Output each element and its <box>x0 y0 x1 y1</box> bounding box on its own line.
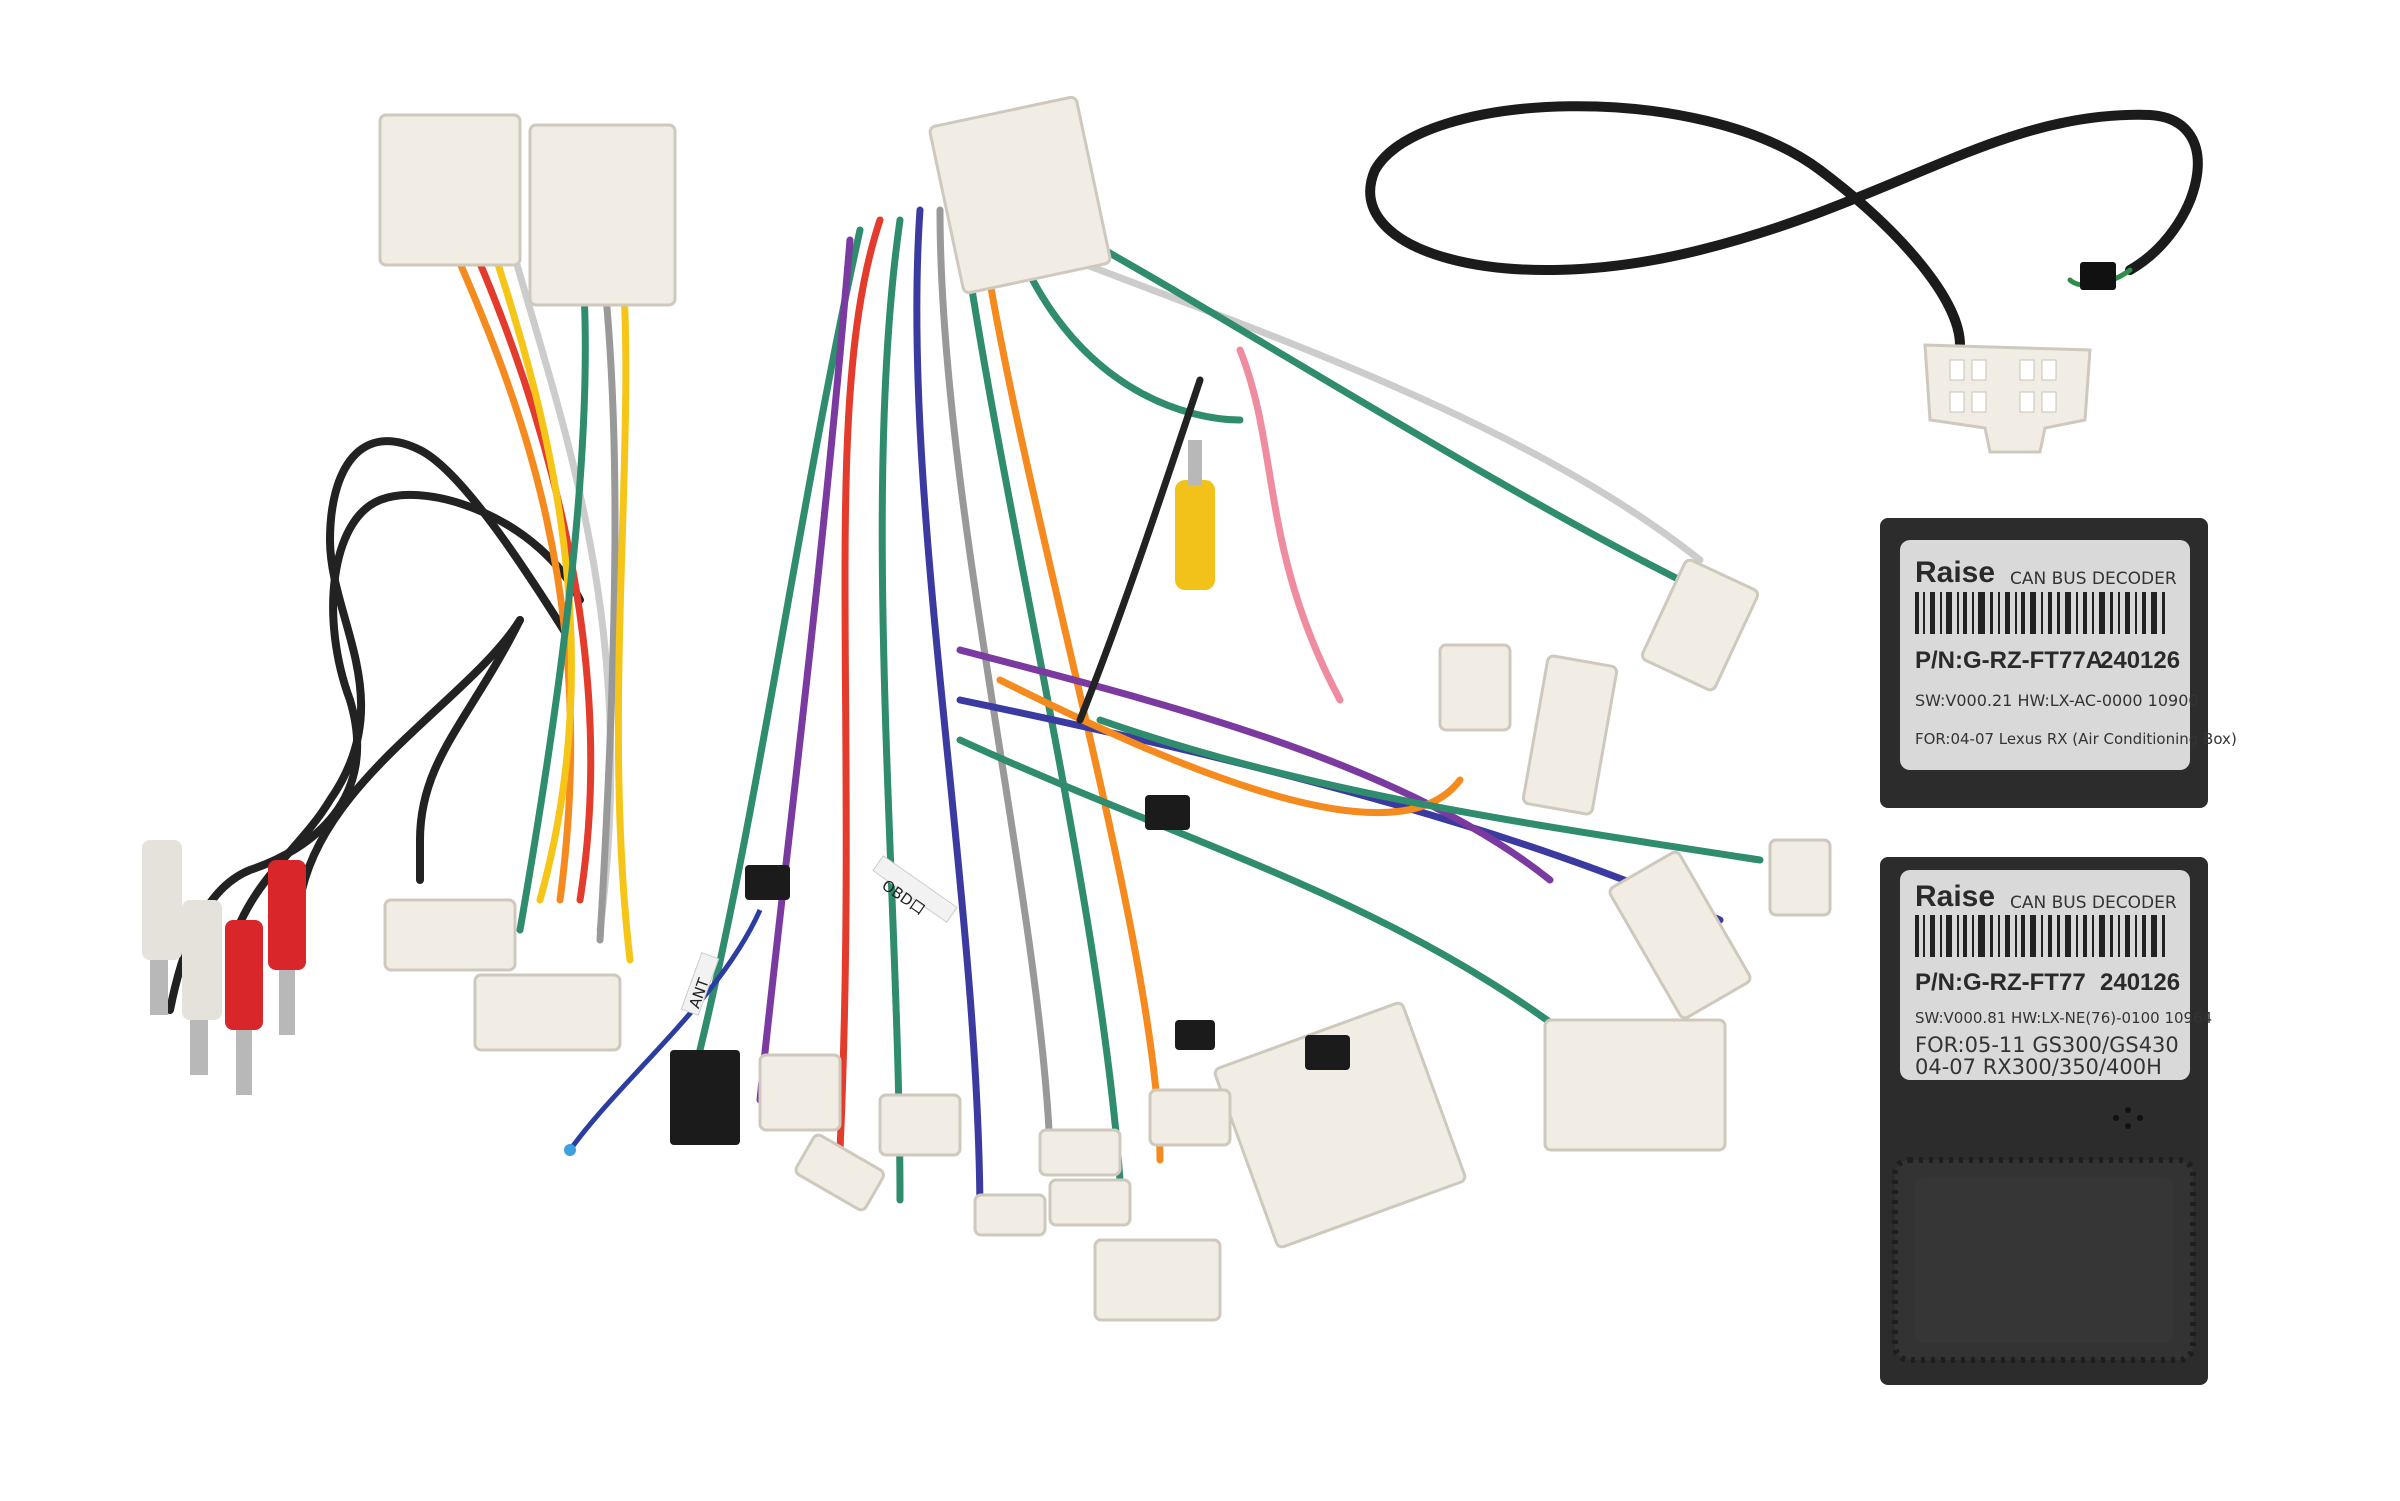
antenna-wire <box>567 908 763 1152</box>
date-code: 240126 <box>2100 969 2180 996</box>
rca-cable <box>166 437 584 1014</box>
connectors <box>378 95 1832 1322</box>
black-connectors <box>670 795 1350 1145</box>
barcode <box>1915 915 2165 957</box>
decoder-brand: Raise <box>1915 556 1995 589</box>
compatibility: FOR:05-11 GS300/GS430 <box>1915 1033 2179 1057</box>
yellow-rca-plug <box>1175 440 1215 590</box>
part-number: P/N:G-RZ-FT77 <box>1915 969 2086 996</box>
rca-plugs <box>142 840 306 1095</box>
obd-connector <box>1923 343 2092 454</box>
sw-hw-version: SW:V000.81 HW:LX-NE(76)-0100 10964 <box>1915 1009 2212 1027</box>
can-bus-decoder-ft77a: Raise CAN BUS DECODER P/N:G-RZ-FT77A 240… <box>1880 518 2237 808</box>
decoder-title: CAN BUS DECODER <box>2010 569 2177 589</box>
decoder-brand: Raise <box>1915 880 1995 913</box>
speaker-holes <box>2113 1107 2143 1129</box>
part-number: P/N:G-RZ-FT77A <box>1915 647 2103 674</box>
small-plug <box>2080 262 2116 290</box>
can-bus-decoder-ft77: Raise CAN BUS DECODER P/N:G-RZ-FT77 2401… <box>1880 857 2212 1385</box>
compatibility: FOR:04-07 Lexus RX (Air Conditioning Box… <box>1915 730 2237 748</box>
cable-tie <box>680 855 958 1016</box>
compatibility-line2: 04-07 RX300/350/400H <box>1915 1055 2162 1079</box>
decoder-title: CAN BUS DECODER <box>2010 893 2177 913</box>
sw-hw-version: SW:V000.21 HW:LX-AC-0000 10900 <box>1915 691 2199 710</box>
wire-harness <box>446 196 1764 1224</box>
date-code: 240126 <box>2100 647 2180 674</box>
barcode <box>1915 592 2165 634</box>
